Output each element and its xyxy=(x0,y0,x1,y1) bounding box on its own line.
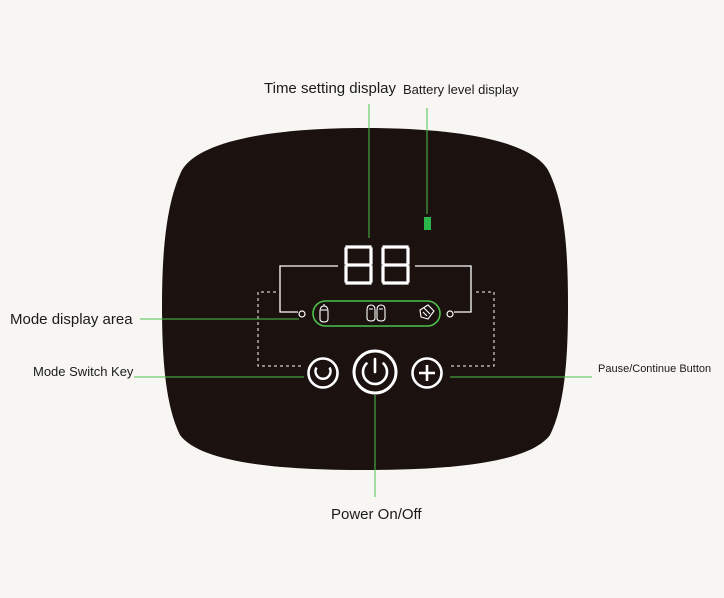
plus-icon xyxy=(419,365,435,381)
digit-1 xyxy=(344,245,373,285)
dashed-connectors xyxy=(257,291,495,367)
power-button[interactable] xyxy=(352,349,398,395)
bracket-node-right xyxy=(446,310,454,318)
time-digits xyxy=(344,245,410,285)
cycle-icon xyxy=(314,366,332,380)
display-bracket xyxy=(279,265,472,313)
massage-hand-icon xyxy=(319,304,329,323)
battery-level-indicator xyxy=(424,217,431,230)
power-icon xyxy=(361,357,389,386)
pause-continue-button[interactable] xyxy=(411,357,443,389)
label-mode-switch-key: Mode Switch Key xyxy=(33,364,134,379)
mode-display-area xyxy=(312,300,441,327)
double-hand-icon xyxy=(366,304,386,322)
hand-press-icon xyxy=(419,304,435,320)
label-battery-level-display: Battery level display xyxy=(403,82,519,97)
label-mode-display-area: Mode display area xyxy=(10,311,133,328)
leader-lines xyxy=(134,104,592,497)
device-body xyxy=(162,128,568,470)
mode-switch-button[interactable] xyxy=(307,357,339,389)
label-power-on-off: Power On/Off xyxy=(331,506,422,523)
label-pause-continue-button: Pause/Continue Button xyxy=(598,363,712,375)
bracket-node-left xyxy=(298,310,306,318)
label-time-setting-display: Time setting display xyxy=(264,80,396,97)
digit-2 xyxy=(381,245,410,285)
